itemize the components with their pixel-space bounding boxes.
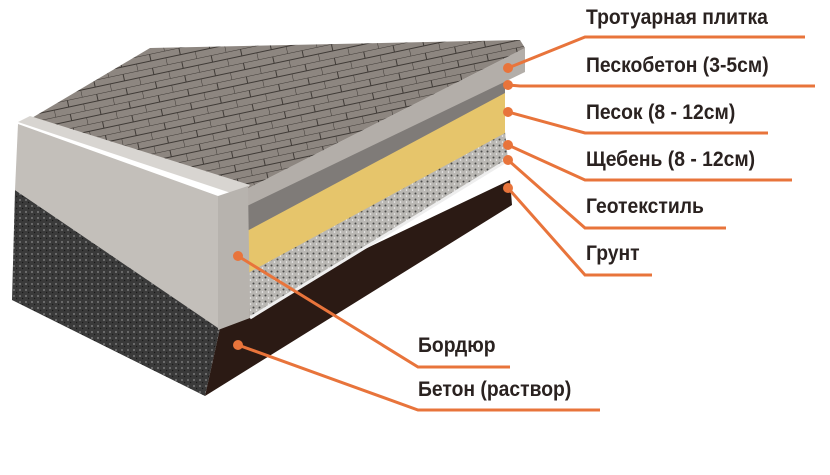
gravel-layer <box>248 132 508 318</box>
label-geotextile: Геотекстиль <box>586 195 704 218</box>
label-gravel: Щебень (8 - 12см) <box>586 148 756 171</box>
label-sand-concrete: Пескобетон (3-5см) <box>586 54 769 77</box>
label-concrete: Бетон (раствор) <box>418 378 572 401</box>
leader-dots <box>233 63 513 350</box>
curb-top <box>18 116 250 196</box>
label-sand: Песок (8 - 12см) <box>586 101 736 124</box>
label-soil: Грунт <box>586 242 640 265</box>
paver-side <box>245 48 525 206</box>
label-curb: Бордюр <box>418 334 496 357</box>
paver-top <box>25 40 525 190</box>
soil-layer <box>205 180 512 396</box>
sand-layer <box>247 92 505 273</box>
curb-face <box>15 124 218 328</box>
label-paving-tile: Тротуарная плитка <box>586 6 768 29</box>
concrete-base <box>12 190 220 396</box>
sand-concrete-layer <box>247 77 505 231</box>
